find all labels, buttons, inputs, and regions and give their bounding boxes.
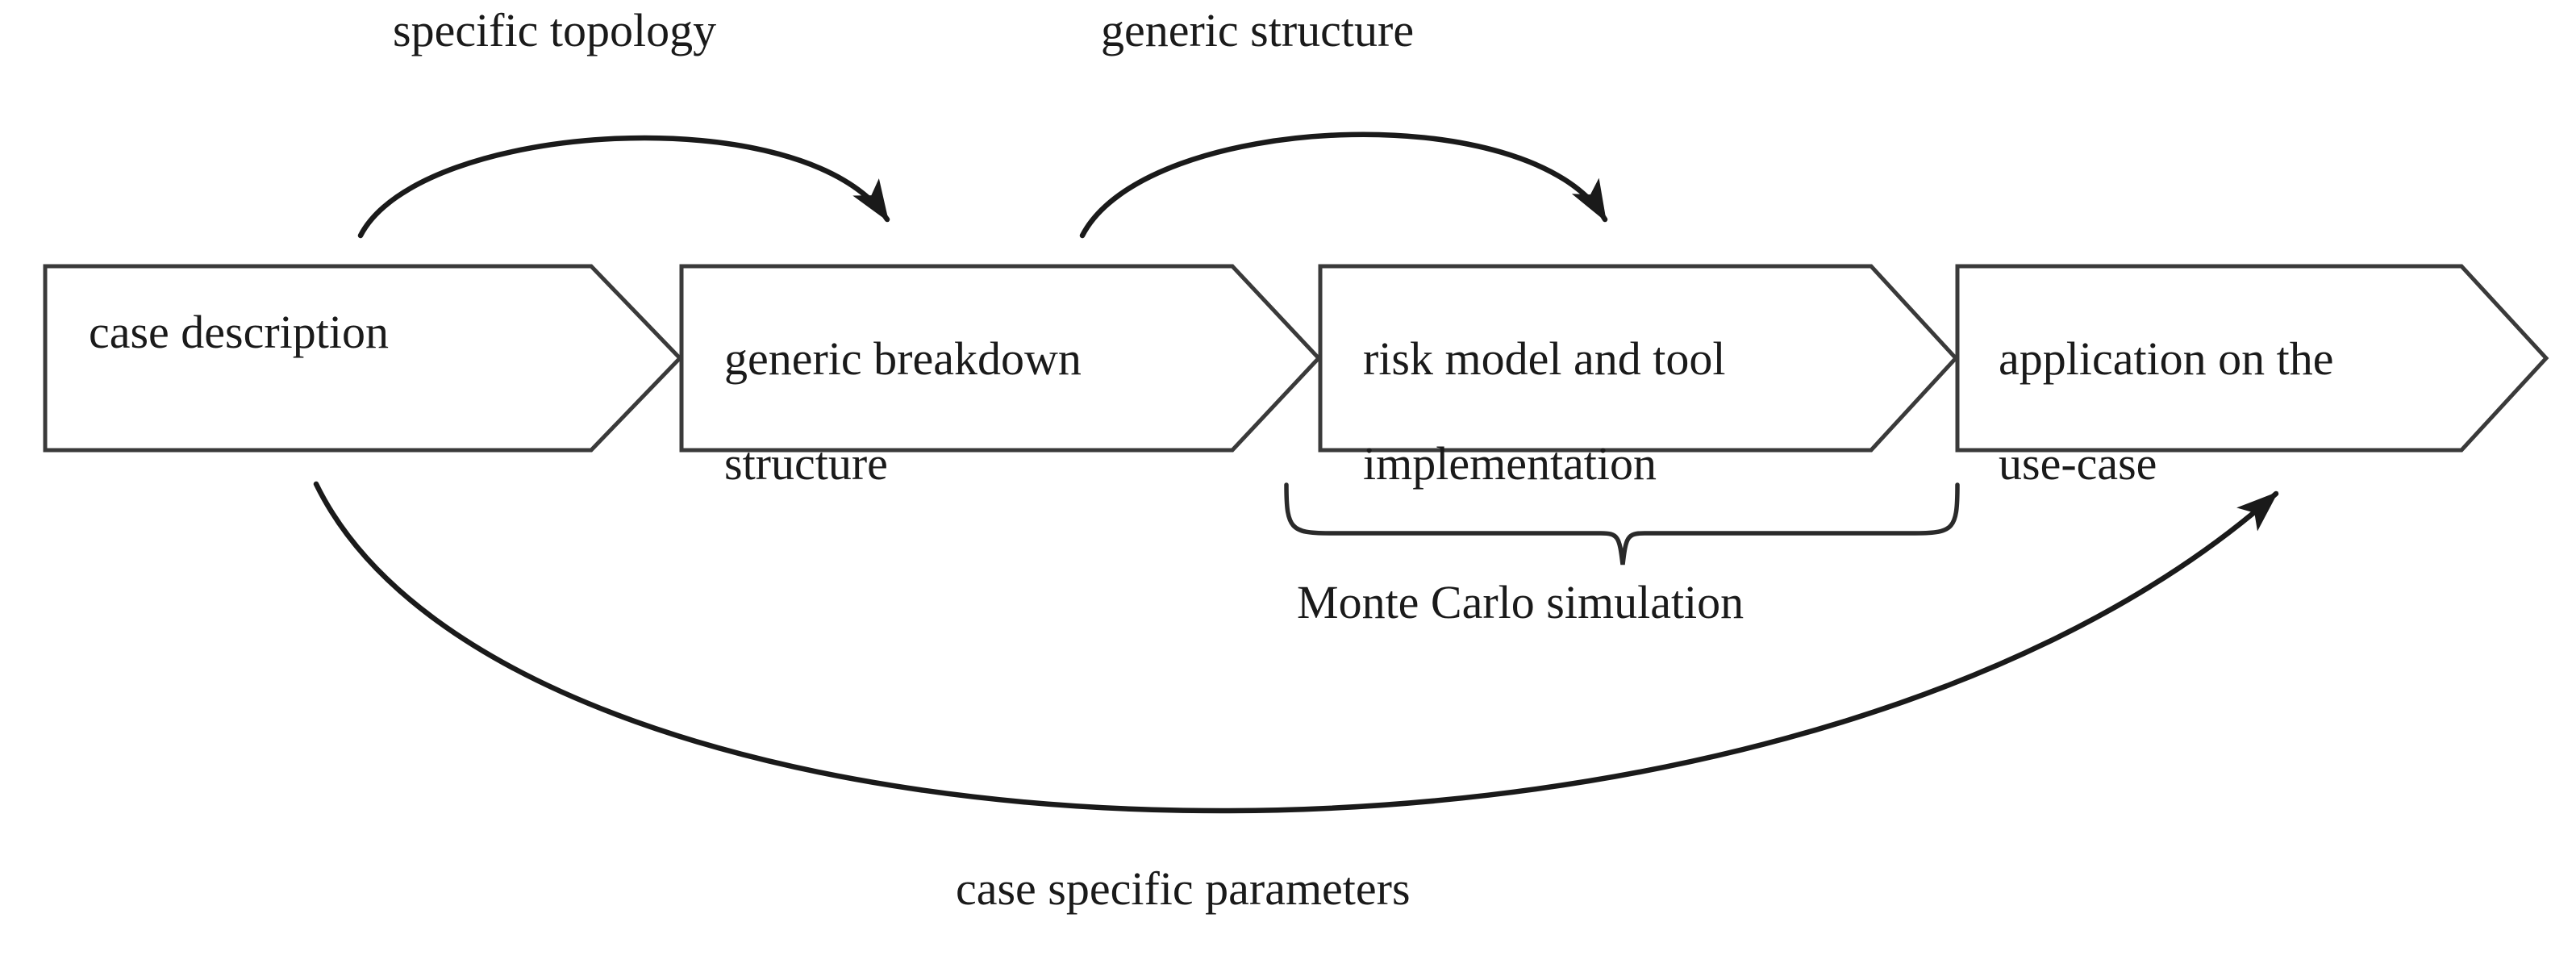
connector-label-generic-structure: generic structure xyxy=(1101,4,1415,56)
stage-label-generic-breakdown-structure: generic breakdown structure xyxy=(724,281,1224,490)
stage-label-line-1: risk model and tool xyxy=(1363,332,1726,385)
connector-arrows xyxy=(313,131,2279,814)
stage-label-line-2: structure xyxy=(724,436,888,490)
stage-label-line-2: use-case xyxy=(1999,436,2157,490)
connector-arrow-specific-topology xyxy=(357,135,890,239)
brace-path xyxy=(1284,482,1960,565)
brace-monte-carlo-simulation xyxy=(1284,482,1960,565)
stage-label-case-description: case description xyxy=(89,306,390,358)
stage-shapes xyxy=(43,264,2549,453)
connector-arrow-generic-structure xyxy=(1079,131,1608,239)
stage-label-line-1: generic breakdown xyxy=(724,332,1082,385)
stage-label-line-2: implementation xyxy=(1363,436,1657,490)
stage-label-line-1: application on the xyxy=(1999,332,2334,385)
stage-label-application-on-the-use-case: application on the use-case xyxy=(1999,281,2499,490)
stage-label-risk-model-and-tool-implementation: risk model and tool implementation xyxy=(1363,281,1879,490)
connector-arrow-case-specific-parameters xyxy=(313,481,2279,814)
connector-label-specific-topology: specific topology xyxy=(393,4,717,56)
stage-shape-risk-model-and-tool-implementation[interactable] xyxy=(1318,264,1959,453)
stage-shape-application-on-the-use-case[interactable] xyxy=(1955,264,2549,453)
stage-shape-generic-breakdown-structure[interactable] xyxy=(679,264,1322,453)
brace-label-monte-carlo-simulation: Monte Carlo simulation xyxy=(1297,576,1744,628)
connector-label-case-specific-parameters: case specific parameters xyxy=(956,862,1411,915)
stage-shape-case-description[interactable] xyxy=(43,264,683,453)
